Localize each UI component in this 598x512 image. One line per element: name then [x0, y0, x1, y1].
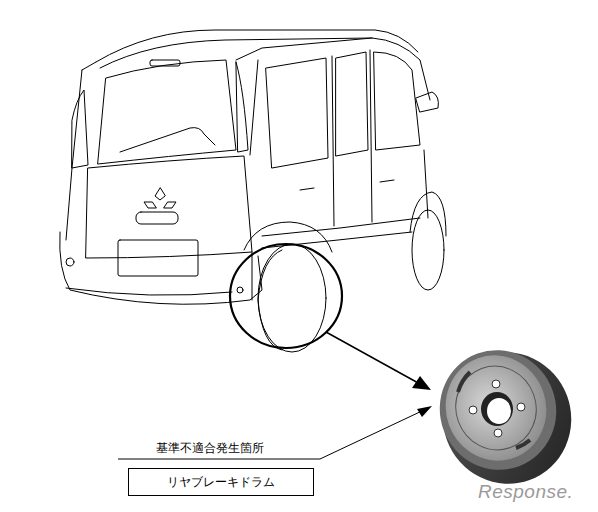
part-name: リヤブレーキドラム	[167, 474, 275, 491]
brake-drum	[423, 334, 590, 502]
callout-circle	[230, 244, 342, 348]
name-box: リヤブレーキドラム	[128, 468, 314, 496]
watermark: Response.	[478, 481, 573, 503]
pointer-arrow	[326, 332, 431, 390]
leader-line	[118, 406, 432, 459]
callout-title: 基準不適合発生箇所	[156, 440, 264, 457]
